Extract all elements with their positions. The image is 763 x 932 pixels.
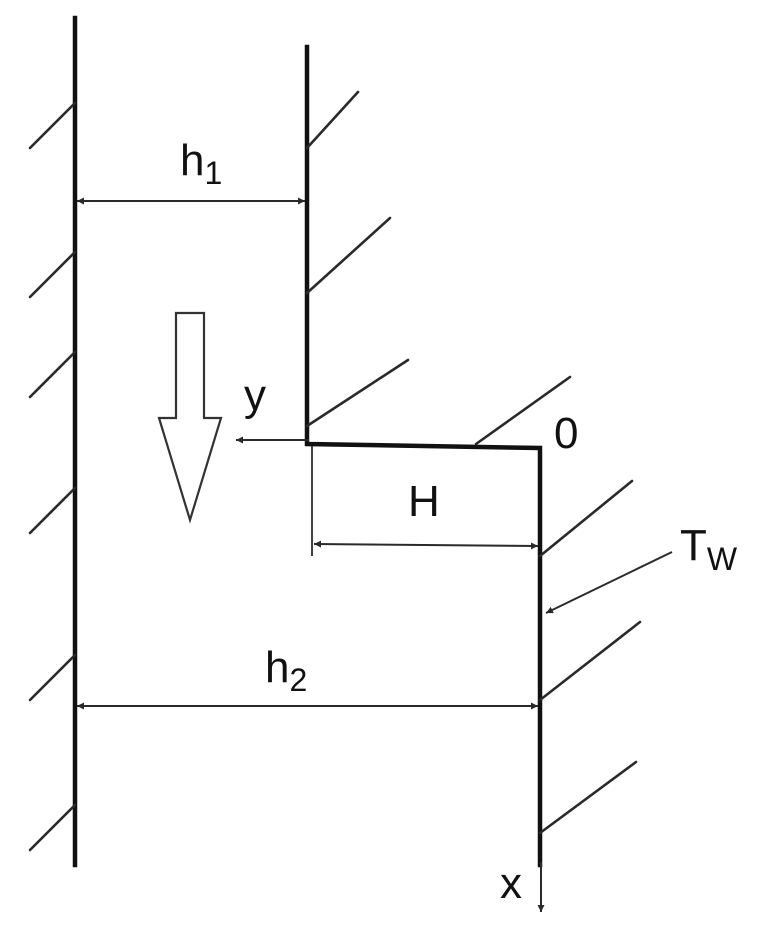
wall-temperature-main: T — [680, 521, 707, 570]
h1-label-main: h — [180, 136, 204, 185]
stepped-right-wall — [304, 44, 543, 868]
origin-label: 0 — [554, 409, 578, 458]
step-height-label: H — [408, 477, 440, 526]
flow-direction-arrow — [157, 311, 223, 524]
h2-label-main: h — [265, 643, 289, 692]
wall-temperature-sub: W — [707, 541, 738, 577]
h2-label: h2 — [265, 643, 307, 698]
h1-label-sub: 1 — [204, 155, 222, 191]
wall-temperature-leader — [545, 551, 673, 614]
step-height-dimension-line — [313, 540, 539, 550]
y-axis-label: y — [244, 371, 266, 420]
step-hatching — [474, 375, 572, 446]
inlet-wall-hatching — [305, 90, 410, 428]
heated-wall-hatching — [538, 479, 642, 835]
wall-temperature-label: TW — [680, 521, 738, 577]
x-axis-label: x — [500, 859, 522, 908]
h1-label: h1 — [180, 136, 222, 191]
h2-label-sub: 2 — [289, 662, 307, 698]
left-wall-hatching — [28, 101, 77, 852]
